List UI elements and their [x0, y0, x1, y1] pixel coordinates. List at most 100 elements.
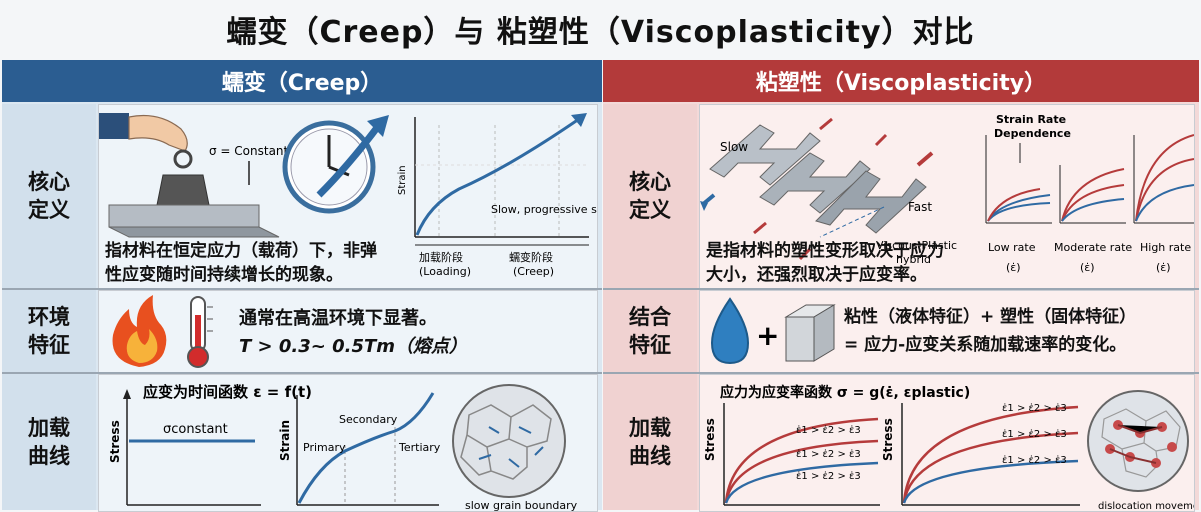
viscoplasticity-header: 粘塑性（Viscoplasticity） [603, 60, 1199, 102]
text-line: 指材料在恒定应力（载荷）下，非弹 [105, 241, 377, 261]
stress-axis-label: Stress [703, 418, 717, 461]
creep-env-cell: 通常在高温环境下显著。 T > 0.3~ 0.5Tm（熔点） [98, 290, 598, 374]
label-line: 核心 [28, 170, 70, 194]
creep-def-label: 核心定义 [2, 104, 96, 288]
label-line: 曲线 [629, 444, 671, 468]
creep-stage-chart: Strain Primary Secondary Tertiary [278, 392, 441, 506]
slow-progressive-annotation: Slow, progressive strain [491, 203, 598, 216]
low-rate-label: Low rate [988, 241, 1036, 254]
env-icons [112, 295, 213, 368]
hybrid-label-2: hybrid [896, 253, 931, 266]
creep-def-illustration: σ = Constant [99, 113, 598, 278]
loading-en-label: (Loading) [419, 265, 471, 278]
visco-env-label: 结合特征 [603, 290, 697, 372]
creep-env-label: 环境特征 [2, 290, 96, 372]
text-line: 是指材料的塑性变形取决于应力 [706, 241, 944, 261]
thermometer-icon [187, 296, 213, 368]
viscoplasticity-column: 粘塑性（Viscoplasticity） 核心定义 Slow [603, 60, 1199, 512]
primary-label: Primary [303, 441, 346, 454]
visco-curve-heading: 应力为应变率函数 σ = g(ε̇, εplastic) [720, 384, 970, 401]
label-line: 加载 [629, 416, 671, 440]
text-line: T > 0.3~ 0.5Tm（熔点） [239, 336, 468, 357]
fast-label: Fast [908, 200, 932, 214]
label-line: 定义 [629, 198, 671, 222]
creep-en-label: (Creep) [513, 265, 554, 278]
page-title: 蠕变（Creep）与 粘塑性（Viscoplasticity）对比 [226, 15, 975, 50]
label-line: 特征 [28, 333, 70, 357]
specimen-icons [700, 117, 934, 261]
hand-icon [99, 113, 193, 169]
divider [2, 372, 602, 374]
label-line: 加载 [28, 416, 70, 440]
divider [603, 288, 1199, 290]
creep-curve-cell: 应变为时间函数 ε = f(t) σconstant Stress [98, 374, 598, 512]
visco-curve-label: 加载曲线 [603, 374, 697, 510]
slow-label: Slow [720, 140, 748, 154]
clock-icon [282, 115, 389, 214]
label-line: 定义 [28, 198, 70, 222]
label-line: 曲线 [28, 444, 70, 468]
visco-definition-text: 是指材料的塑性变形取决于应力 大小，还强烈取决于应变率。 [706, 239, 996, 287]
visco-def-label: 核心定义 [603, 104, 697, 288]
dislocation-icon: dislocation movement [1087, 390, 1195, 511]
creep-column: 蠕变（Creep） 核心定义 σ = Constant [2, 60, 602, 512]
plus-sign: + [756, 319, 779, 352]
creep-header: 蠕变（Creep） [2, 60, 602, 102]
divider [2, 288, 602, 290]
combine-icons: + [710, 297, 836, 365]
rate-order-label: ε̇1 > ε̇2 > ε̇3 [796, 448, 861, 460]
strain-axis-label: Strain [397, 165, 408, 195]
divider [603, 372, 1199, 374]
rate-symbol-1: (ε̇) [1006, 261, 1021, 274]
label-line: 结合 [629, 305, 671, 329]
visco-env-cell: + 粘性（液体特征）+ 塑性（固体特征） = 应力-应变关系随加载速率的变化。 [699, 290, 1195, 374]
moderate-rate-label: Moderate rate [1054, 241, 1132, 254]
droplet-icon [710, 297, 750, 365]
text-line: 性应变随时间持续增长的现象。 [105, 265, 343, 285]
creep-cn-label: 蠕变阶段 [509, 250, 553, 264]
secondary-label: Secondary [339, 413, 398, 426]
creep-definition-text: 指材料在恒定应力（载荷）下，非弹 性应变随时间持续增长的现象。 [105, 239, 425, 287]
visco-curve-cell: 应力为应变率函数 σ = g(ε̇, εplastic) Stress ε̇1 … [699, 374, 1195, 512]
rate-symbol-2: (ε̇) [1080, 261, 1095, 274]
stress-rate-chart-1: Stress ε̇1 > ε̇2 > ε̇3 ε̇1 > ε̇2 > ε̇3 ε… [703, 403, 880, 506]
high-rate-label: High rate [1140, 241, 1191, 254]
label-line: 特征 [629, 333, 671, 357]
visco-def-cell: Slow Fast Viscous-Plastic hybrid Strain … [699, 104, 1195, 290]
rate-order-label: ε̇1 > ε̇2 > ε̇3 [1002, 428, 1067, 440]
label-line: 环境 [28, 305, 70, 329]
text-line: 粘性（液体特征）+ 塑性（固体特征） [844, 307, 1137, 327]
weight-icon [108, 174, 280, 238]
flame-icon [112, 295, 167, 367]
text-line: 大小，还强烈取决于应变率。 [706, 265, 927, 285]
rate-order-label: ε̇1 > ε̇2 > ε̇3 [796, 424, 861, 436]
sigma-constant-curve-label: σconstant [163, 422, 228, 437]
strain-axis-label: Strain [278, 420, 292, 461]
grain-caption: slow grain boundary [465, 499, 578, 511]
stress-time-chart: σconstant Stress [108, 389, 261, 506]
creep-curves: 应变为时间函数 ε = f(t) σconstant Stress [108, 383, 578, 511]
stress-axis-label: Stress [881, 418, 895, 461]
cube-icon [784, 304, 836, 362]
strain-time-chart: Strain Slow, progressive strain 加载阶段 (Lo… [397, 113, 598, 278]
creep-env-text: 通常在高温环境下显著。 T > 0.3~ 0.5Tm（熔点） [239, 305, 539, 361]
visco-def-illustration: Slow Fast Viscous-Plastic hybrid Strain … [700, 113, 1194, 274]
rate-symbol-3: (ε̇) [1156, 261, 1171, 274]
creep-curve-label: 加载曲线 [2, 374, 96, 510]
comparison-grid: 蠕变（Creep） 核心定义 σ = Constant [2, 60, 1199, 512]
loading-cn-label: 加载阶段 [419, 250, 463, 264]
rate-dep-label-1: Strain Rate [996, 113, 1066, 126]
dislocation-caption: dislocation movement [1098, 501, 1195, 511]
rate-order-label: ε̇1 > ε̇2 > ε̇3 [796, 470, 861, 482]
visco-env-text: 粘性（液体特征）+ 塑性（固体特征） = 应力-应变关系随加载速率的变化。 [844, 303, 1184, 359]
rate-order-label: ε̇1 > ε̇2 > ε̇3 [1002, 402, 1067, 414]
rate-dependence-charts: Strain Rate Dependence [985, 113, 1194, 274]
rate-order-label: ε̇1 > ε̇2 > ε̇3 [1002, 454, 1067, 466]
text-line: = 应力-应变关系随加载速率的变化。 [844, 335, 1127, 355]
creep-curve-heading: 应变为时间函数 ε = f(t) [143, 383, 312, 401]
creep-def-cell: σ = Constant [98, 104, 598, 290]
rate-dep-label-2: Dependence [994, 127, 1071, 140]
stress-axis-label: Stress [108, 420, 122, 463]
hybrid-label-1: Viscous-Plastic [876, 239, 957, 252]
sigma-constant-label: σ = Constant [209, 144, 289, 158]
